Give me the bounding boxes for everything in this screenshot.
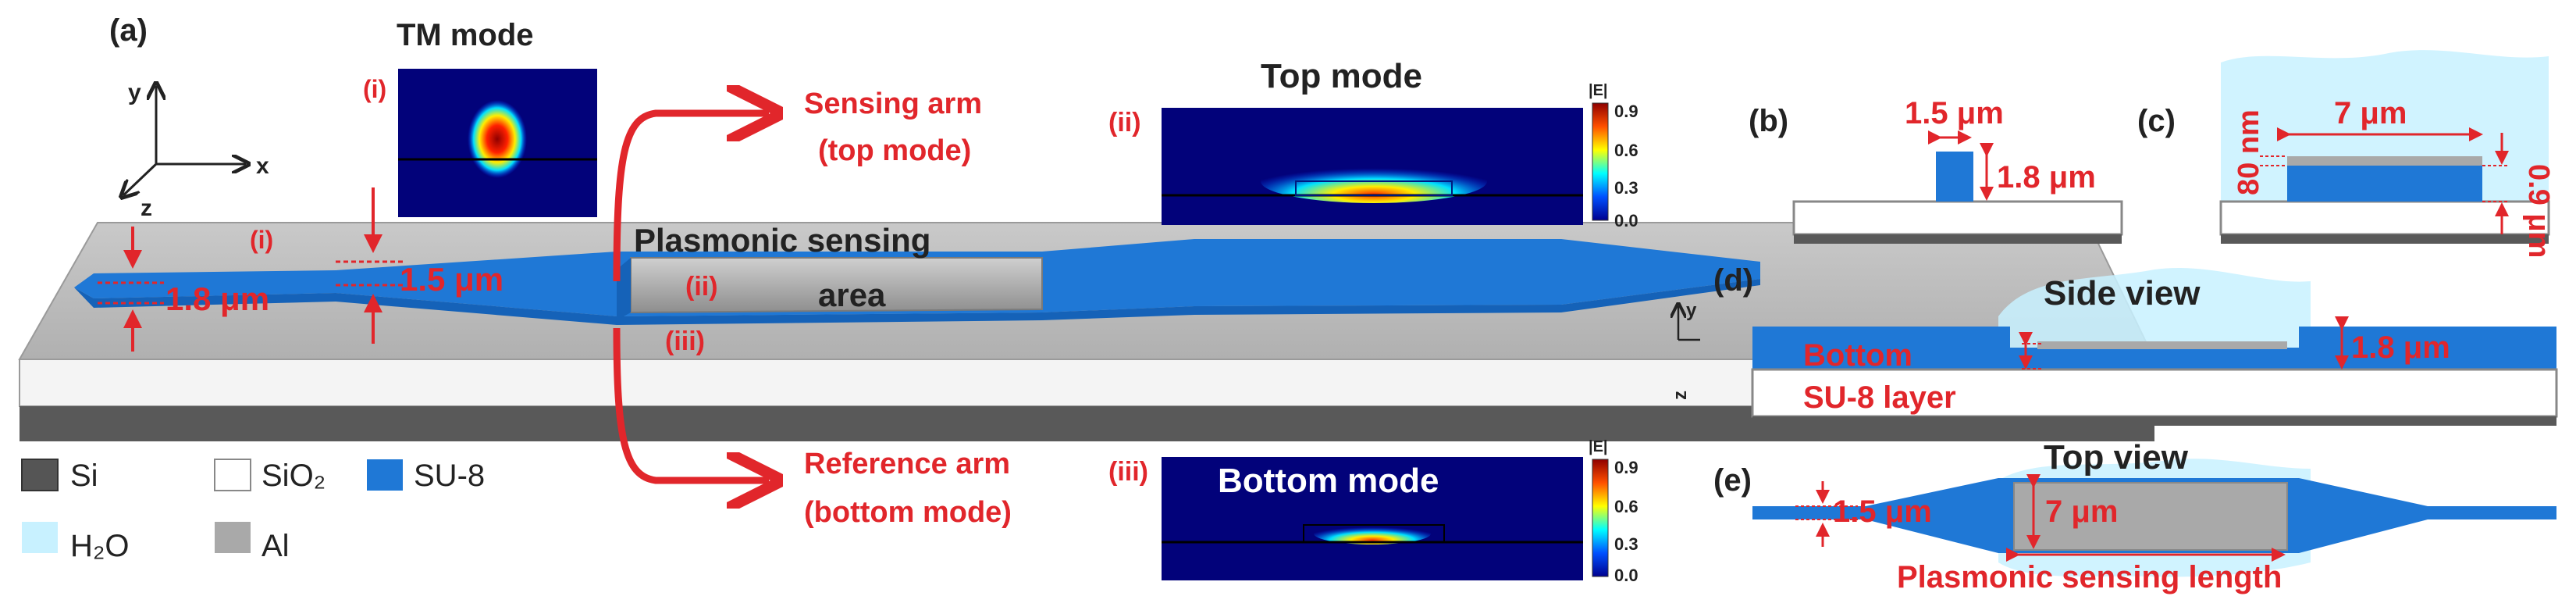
panel-e-al [2013, 482, 2288, 551]
sensing-arm-line2: (top mode) [818, 134, 971, 167]
panel-e-title: Top view [2044, 438, 2189, 477]
top-cbar-tick-4: 0.0 [1614, 211, 1638, 230]
top-mode-title: Top mode [1261, 57, 1422, 95]
tm-mode-marker: (i) [363, 75, 386, 103]
top-cbar-tick-1: 0.9 [1614, 102, 1638, 121]
bottom-mode-inset: (iii) Bottom mode [1108, 457, 1583, 580]
bottom-cbar-tick-1: 0.9 [1614, 458, 1638, 477]
aluminum-sensing-pad [617, 257, 1043, 320]
top-cbar-tick-3: 0.3 [1614, 178, 1638, 198]
tm-mode-title: TM mode [397, 18, 534, 52]
bottom-colorbar-title: |E| [1589, 438, 1608, 455]
panel-c-al [2287, 156, 2482, 166]
panel-d-height-label: 1.8 μm [2351, 330, 2450, 365]
reference-arm-line1: Reference arm [804, 448, 1010, 480]
panel-e-width-narrow: 1.5 μm [1833, 494, 1932, 529]
legend-label-al: Al [262, 529, 290, 563]
panel-c-al-thickness: 80 nm [2233, 109, 2265, 195]
dim-width-label: 1.5 μm [400, 261, 503, 298]
axis-y-label: y [128, 80, 141, 105]
sensing-area-line2: area [818, 277, 886, 313]
panel-b-waveguide [1936, 152, 1973, 202]
panel-a: y x z (a) TM mode (i) 1.8 μm (i) 1.5 μm [18, 13, 2156, 585]
bottom-cbar-tick-3: 0.3 [1614, 534, 1638, 554]
bottom-mode-field-map [1162, 457, 1583, 580]
material-legend: Si SiO₂ SU-8 H₂O Al [21, 459, 485, 563]
legend-label-sio2: SiO₂ [262, 459, 326, 493]
panel-b-height-label: 1.8 μm [1997, 160, 2096, 195]
bottom-colorbar: |E| 0.9 0.6 0.3 0.0 [1589, 438, 1638, 585]
legend-item-h2o: H₂O [22, 522, 130, 563]
panel-c-width-label: 7 μm [2334, 96, 2407, 130]
top-colorbar: |E| 0.9 0.6 0.3 0.0 [1589, 82, 1638, 230]
legend-label-h2o: H₂O [70, 529, 130, 563]
bottom-cbar-tick-4: 0.0 [1614, 566, 1638, 585]
panel-c: (c) 7 μm 80 nm 0.9 μm [2137, 50, 2555, 258]
panel-c-su8 [2287, 166, 2482, 202]
legend-item-sio2: SiO₂ [214, 459, 326, 493]
legend-item-al: Al [215, 522, 290, 563]
panel-e: (e) Top view 1.5 μm 7 μm Plasmonic sensi… [1713, 438, 2556, 594]
reference-arm-line2: (bottom mode) [804, 496, 1012, 529]
top-colorbar-title: |E| [1589, 82, 1608, 99]
axis-x-label: x [256, 153, 269, 179]
sensing-arm-line1: Sensing arm [804, 87, 982, 120]
panel-b: (b) 1.5 μm 1.8 μm [1749, 96, 2123, 244]
legend-label-si: Si [70, 459, 98, 493]
wg-marker-i: (i) [250, 226, 273, 254]
panel-d-layer-label: SU-8 layer [1803, 380, 1956, 415]
tm-mode-inset: TM mode (i) [363, 18, 597, 217]
panel-d-bottom-label: Bottom [1803, 338, 1912, 373]
panel-d-axis-z: z [1670, 391, 1691, 400]
marker-iii: (iii) [665, 327, 705, 356]
legend-item-si: Si [21, 459, 98, 493]
sensing-area-line1: Plasmonic sensing [634, 222, 930, 259]
panel-e-label: (e) [1713, 463, 1752, 498]
panel-a-label: (a) [109, 13, 148, 48]
panel-b-substrate [1792, 200, 2123, 236]
panel-e-width-wide: 7 μm [2045, 494, 2118, 529]
panel-e-length-label: Plasmonic sensing length [1897, 560, 2282, 594]
axes-triad-d: y z [1670, 300, 1700, 400]
panel-d-axis-y: y [1686, 300, 1697, 321]
axes-triad-a: y x z [123, 80, 269, 221]
waveguide-dimension-markers: 1.8 μm (i) 1.5 μm [98, 187, 503, 352]
branch-arrows [613, 113, 769, 480]
panel-d-title: Side view [2044, 274, 2201, 312]
marker-ii: (ii) [685, 272, 718, 302]
panel-b-width-label: 1.5 μm [1905, 96, 2004, 130]
panel-b-label: (b) [1749, 104, 1788, 138]
legend-item-su8: SU-8 [367, 459, 485, 493]
legend-label-su8: SU-8 [414, 459, 485, 493]
bottom-mode-marker: (iii) [1108, 457, 1148, 487]
panel-d: (d) y z Side view Bottom SU-8 layer 1.8 … [1670, 263, 2558, 426]
top-mode-inset: Top mode (ii) [1108, 57, 1583, 225]
panel-d-water [1998, 267, 2311, 327]
top-mode-marker: (ii) [1108, 108, 1141, 137]
bottom-cbar-tick-2: 0.6 [1614, 497, 1638, 516]
axis-z-label: z [141, 195, 152, 221]
panel-c-su8-thickness: 0.9 μm [2522, 164, 2555, 258]
panel-c-label: (c) [2137, 104, 2176, 138]
top-cbar-tick-2: 0.6 [1614, 141, 1638, 160]
dim-height-label: 1.8 μm [165, 280, 269, 317]
panel-d-label: (d) [1713, 263, 1753, 298]
bottom-mode-title: Bottom mode [1218, 462, 1439, 500]
